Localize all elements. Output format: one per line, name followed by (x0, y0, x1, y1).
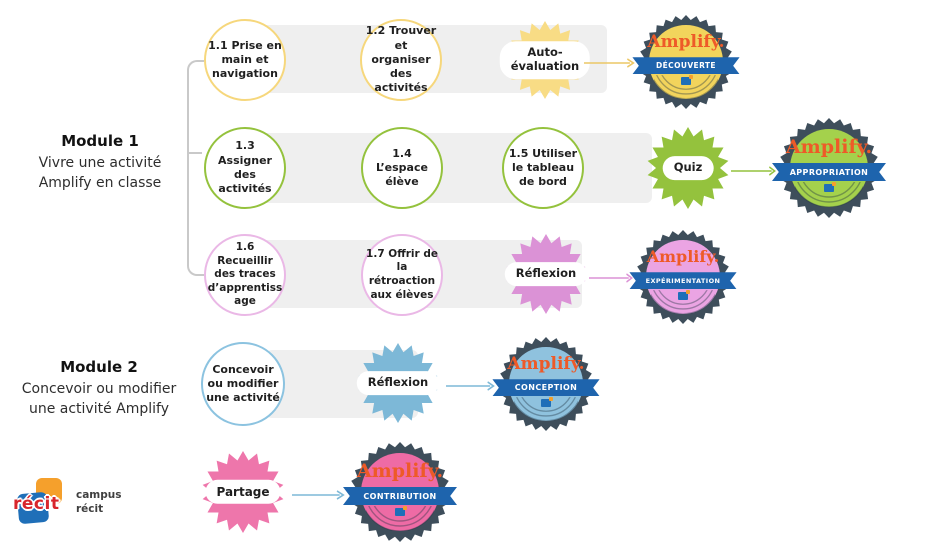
module1-bracket-stub (187, 152, 202, 154)
checkpoint-pill: Auto- évaluation (499, 41, 591, 79)
checkpoint-pill: Réflexion (504, 262, 588, 286)
module-1-subtitle: Vivre une activité Amplify en classe (38, 155, 162, 191)
step-1-3-circle[interactable]: 1.3 Assigner des activités (204, 127, 286, 209)
badge-ribbon: DÉCOUVERTE (632, 57, 740, 75)
step-1-6-label: 1.6 Recueillir des traces d’apprentiss a… (207, 240, 283, 308)
arrow-to-badge-conception (446, 377, 496, 391)
module-2-subtitle: Concevoir ou modifier une activité Ampli… (21, 381, 177, 417)
badge-ribbon: CONTRIBUTION (343, 487, 457, 505)
badge-contribution: Amplify. CONTRIBUTION (343, 442, 457, 542)
module1-bracket (187, 60, 204, 276)
step-1-5-circle[interactable]: 1.5 Utiliser le tableau de bord (502, 127, 584, 209)
step-1-4-circle[interactable]: 1.4 L’espace élève (361, 127, 443, 209)
checkpoint-reflexion-module1[interactable]: Réflexion (504, 234, 588, 314)
arrow-to-badge-decouverte (584, 54, 636, 68)
recit-mini-logo-accent (686, 289, 690, 294)
arrow-to-badge-contribution (292, 486, 346, 500)
recit-mini-logo-icon (824, 181, 836, 192)
arrow-to-badge-appropriation (731, 162, 777, 176)
badge-rings-icon (795, 182, 863, 207)
step-1-7-label: 1.7 Offrir de la rétroaction aux élèves (366, 247, 438, 301)
recit-mini-logo-icon (681, 74, 693, 85)
badge-brand: Amplify. (507, 353, 585, 374)
badge-brand: Amplify. (647, 31, 725, 52)
module-1-label: Module 1 Vivre une activité Amplify en c… (18, 132, 182, 193)
checkpoint-reflexion-module2[interactable]: Réflexion (356, 343, 440, 423)
checkpoint-auto-evaluation[interactable]: Auto- évaluation (499, 21, 591, 99)
recit-mini-logo-icon (395, 505, 407, 516)
badge-level-label: CONCEPTION (514, 383, 578, 393)
step-1-1-circle[interactable]: 1.1 Prise en main et navigation (204, 19, 286, 101)
badge-ribbon: EXPÉRIMENTATION (629, 272, 737, 290)
recit-mini-logo-accent (689, 74, 693, 79)
step-1-4-label: 1.4 L’espace élève (376, 146, 428, 189)
campus-recit-caption: campus récit (76, 489, 122, 515)
badge-appropriation: Amplify. APPROPRIATION (772, 118, 886, 218)
badge-brand: Amplify. (785, 136, 873, 158)
checkpoint-pill: Quiz (662, 156, 714, 180)
recit-wordmark: récit (13, 494, 60, 514)
badge-rings-icon (654, 75, 718, 99)
checkpoint-pill: Réflexion (356, 371, 440, 395)
step-1-5-label: 1.5 Utiliser le tableau de bord (508, 146, 578, 189)
badge-decouverte: Amplify. DÉCOUVERTE (632, 15, 740, 109)
step-concevoir-circle[interactable]: Concevoir ou modifier une activité (201, 342, 285, 426)
arrow-to-badge-experimentation (589, 269, 634, 283)
badge-brand: Amplify. (646, 246, 720, 266)
recit-mini-logo-accent (403, 505, 407, 510)
recit-mini-logo-accent (549, 396, 553, 401)
badge-level-label: EXPÉRIMENTATION (645, 276, 721, 285)
badge-conception: Amplify. CONCEPTION (492, 337, 600, 431)
badge-level-label: DÉCOUVERTE (656, 61, 716, 71)
recit-mini-logo-accent (832, 181, 836, 186)
step-1-7-circle[interactable]: 1.7 Offrir de la rétroaction aux élèves (361, 234, 443, 316)
module-2-label: Module 2 Concevoir ou modifier une activ… (8, 358, 190, 419)
campus-recit-logo: récit campus récit (12, 478, 122, 528)
recit-logo-icon: récit (12, 478, 66, 528)
step-1-3-label: 1.3 Assigner des activités (218, 139, 272, 196)
checkpoint-partage[interactable]: Partage (202, 451, 284, 533)
checkpoint-pill: Partage (205, 479, 281, 505)
checkpoint-quiz[interactable]: Quiz (647, 127, 729, 209)
step-1-2-circle[interactable]: 1.2 Trouver et organiser des activités (360, 19, 442, 101)
step-1-1-label: 1.1 Prise en main et navigation (208, 38, 282, 81)
step-1-2-label: 1.2 Trouver et organiser des activités (365, 24, 437, 95)
module-2-title: Module 2 (60, 358, 138, 376)
badge-level-label: CONTRIBUTION (363, 491, 437, 501)
badge-ribbon: CONCEPTION (492, 379, 600, 397)
badge-ribbon: APPROPRIATION (772, 163, 886, 181)
recit-mini-logo-icon (678, 289, 690, 300)
badge-rings-icon (366, 506, 434, 531)
row2-band (262, 133, 652, 203)
badge-brand: Amplify. (356, 460, 444, 482)
badge-level-label: APPROPRIATION (789, 167, 869, 177)
badge-experimentation: Amplify. EXPÉRIMENTATION (629, 230, 737, 324)
step-concevoir-label: Concevoir ou modifier une activité (206, 362, 280, 405)
step-1-6-circle[interactable]: 1.6 Recueillir des traces d’apprentiss a… (204, 234, 286, 316)
recit-mini-logo-icon (541, 396, 553, 407)
module-1-title: Module 1 (61, 132, 139, 150)
